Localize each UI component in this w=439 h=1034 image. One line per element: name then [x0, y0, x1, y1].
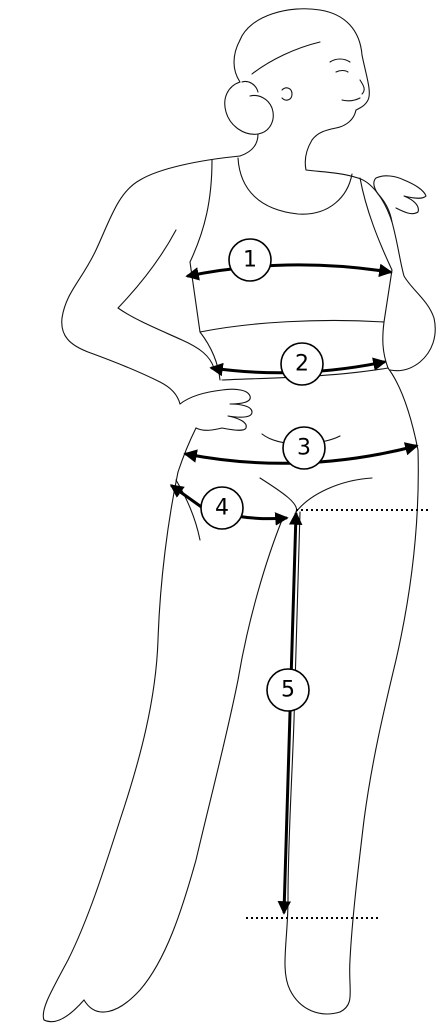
marker-1-label: 1 [243, 248, 257, 273]
sports-bra [190, 158, 392, 332]
head-outline [240, 9, 369, 170]
left-leg-outer [43, 472, 178, 1022]
marker-1: 1 [229, 239, 271, 281]
marker-3-label: 3 [297, 436, 311, 461]
left-leg-crease [176, 480, 200, 540]
right-shoulder-arm [358, 178, 435, 371]
neck-outline [240, 134, 358, 178]
right-leg-outer [340, 450, 418, 1012]
right-hand [374, 176, 426, 222]
hair-band [242, 42, 320, 92]
marker-5-label: 5 [281, 678, 295, 703]
marker-3: 3 [283, 427, 325, 469]
left-leg-inner [84, 520, 282, 1012]
marker-2-label: 2 [295, 352, 309, 377]
left-arm-inner [118, 230, 214, 368]
thigh-arrow-2 [236, 516, 286, 519]
marker-2: 2 [281, 343, 323, 385]
bust-arrow [188, 265, 390, 276]
measurement-guides [246, 510, 430, 918]
marker-4-label: 4 [215, 496, 229, 521]
hair-bun [225, 40, 273, 134]
marker-5: 5 [267, 669, 309, 711]
face-features [282, 59, 364, 101]
marker-4: 4 [201, 487, 243, 529]
left-hand [180, 389, 252, 430]
